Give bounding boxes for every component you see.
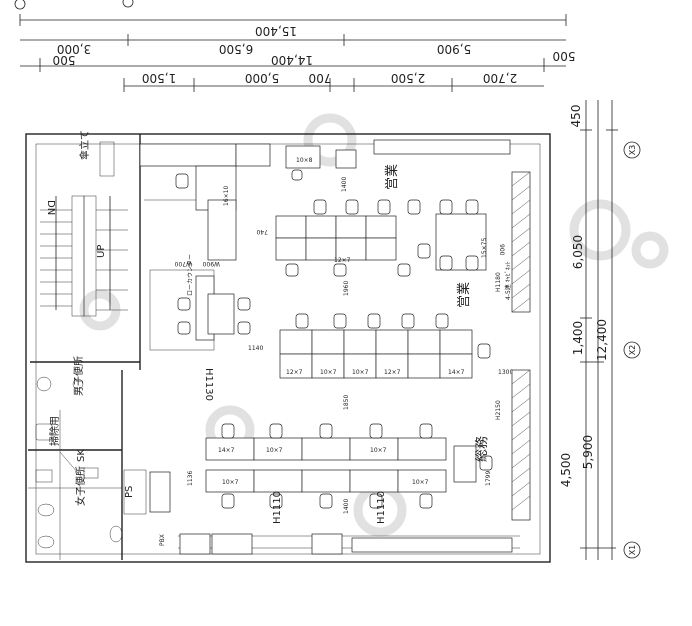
dim-5900-right: 5,900 <box>581 435 595 469</box>
table-16x10: 16×10 <box>223 186 230 206</box>
umbrella-stand <box>99 141 115 177</box>
counter-label: ローカウンター <box>186 254 194 296</box>
dim-500-right: 500 <box>553 49 576 63</box>
gap-1400-top: 1400 <box>341 177 348 192</box>
partition-h2150: H2150 <box>495 400 502 420</box>
grid-marker-x2: X2 <box>628 345 637 356</box>
dim-total-top: 15,400 <box>255 24 297 38</box>
ps-label: PS <box>124 486 135 498</box>
dim-700: 700 <box>309 71 332 85</box>
desk-12x7-top: 12×7 <box>334 257 351 264</box>
dim-12400: 12,400 <box>595 319 609 361</box>
gap-1140: 1140 <box>248 345 263 352</box>
desk-12x7-mid-2: 12×7 <box>384 369 401 376</box>
toilets <box>35 376 147 549</box>
desk-10x7-ga-2: 10×7 <box>370 447 387 454</box>
grid-marker-x1: X1 <box>628 545 637 556</box>
partition-h1110-a: H1110 <box>272 491 283 524</box>
stair-label-up: UP <box>96 245 107 258</box>
cleaning-label: 掃除用 <box>48 416 61 446</box>
gap-740: 740 <box>256 228 268 235</box>
dim-1500: 1,500 <box>142 71 176 85</box>
desk-12x7-mid: 12×7 <box>286 369 303 376</box>
desk-14x7-ga: 14×7 <box>218 447 235 454</box>
staircase <box>40 195 128 317</box>
desk-10x7-ga-3: 10×7 <box>222 479 239 486</box>
dim-2700: 2,700 <box>483 71 517 85</box>
sales-top-desks <box>275 199 487 277</box>
dim-2500: 2,500 <box>391 71 425 85</box>
umbrella-stand-label: 傘立て <box>78 130 91 160</box>
stair-label-dn: DN <box>45 200 56 215</box>
w700-label: W700 <box>174 260 192 267</box>
gap-1400-bottom: 1400 <box>343 499 350 514</box>
desk-10x7-mid-2: 10×7 <box>352 369 369 376</box>
dim-5000: 5,000 <box>245 71 279 85</box>
gap-1799: 1799 <box>485 471 492 486</box>
pbx-label: PBX <box>159 534 166 546</box>
dim-5900: 5,900 <box>437 42 471 56</box>
dimension-lines-right <box>580 100 618 560</box>
gap-1850: 1850 <box>343 395 350 410</box>
grid-marker-x3: X3 <box>628 145 637 156</box>
meeting-room <box>149 269 251 351</box>
bottom-storage <box>149 471 513 555</box>
womens-toilet-label: 女子便所 <box>74 466 87 506</box>
partition-h1110-b: H1110 <box>376 491 387 524</box>
gap-1960: 1960 <box>343 281 350 296</box>
dim-1400: 1,400 <box>571 321 585 355</box>
desk-14x7-mid: 14×7 <box>448 369 465 376</box>
mens-toilet-label: 男子便所 <box>72 356 85 396</box>
top-meeting-table <box>285 139 511 181</box>
sales-top-label: 営業 <box>384 164 400 190</box>
gap-1300: 1300 <box>498 369 513 376</box>
general-affairs-desks <box>205 423 493 509</box>
cabinet-label: 4-5連 ｷｬﾋﾞﾈｯﾄ <box>504 261 512 300</box>
dim-500-left: 500 <box>53 53 76 67</box>
dim-4500: 4,500 <box>559 453 573 487</box>
partition-h1180: H1180 <box>495 272 502 292</box>
sales-mid-label: 営業 <box>456 282 472 308</box>
gap-1136: 1136 <box>187 471 194 486</box>
dim-450: 450 <box>569 105 583 128</box>
table-10x8: 10×8 <box>296 157 313 164</box>
desk-10x7-mid-1: 10×7 <box>320 369 337 376</box>
dim-3000: 3,000 <box>57 42 91 56</box>
sales-mid-desks <box>279 313 491 379</box>
partition-h1130: H1130 <box>203 368 214 401</box>
reception-area <box>139 143 271 261</box>
w900-label: W900 <box>202 260 220 267</box>
dim-6500: 6,500 <box>219 42 253 56</box>
grid-markers <box>623 141 641 559</box>
table-15x75: 15×75 <box>481 238 488 258</box>
dimension-lines-top <box>14 0 567 92</box>
right-cabinets <box>511 171 531 521</box>
desk-10x7-ga-1: 10×7 <box>266 447 283 454</box>
desk-10x7-ga-4: 10×7 <box>412 479 429 486</box>
general-affairs-label: 総務 <box>475 436 490 462</box>
dim-6050: 6,050 <box>571 235 585 269</box>
gap-900: 900 <box>498 244 505 256</box>
dim-14400: 14,400 <box>271 53 313 67</box>
sk-label: SK <box>76 449 87 462</box>
